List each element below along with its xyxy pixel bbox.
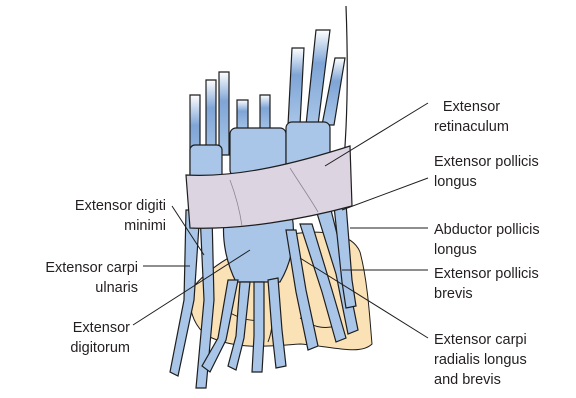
label-line: Extensor digiti	[75, 196, 166, 216]
label-line: Extensor	[434, 97, 509, 117]
label-line: Abductor pollicis	[434, 220, 540, 240]
label-extensor-retinaculum: Extensor retinaculum	[434, 97, 509, 137]
label-line: Extensor carpi	[45, 258, 138, 278]
label-extensor-pollicis-brevis: Extensor pollicis brevis	[434, 264, 539, 304]
label-line: Extensor	[70, 318, 130, 338]
label-line: retinaculum	[434, 117, 509, 137]
label-extensor-carpi-radialis: Extensor carpi radialis longus and brevi…	[434, 330, 527, 390]
label-line: longus	[434, 172, 539, 192]
label-extensor-digiti-minimi: Extensor digiti minimi	[75, 196, 166, 236]
label-line: longus	[434, 240, 540, 260]
label-abductor-pollicis-longus: Abductor pollicis longus	[434, 220, 540, 260]
label-line: digitorum	[70, 338, 130, 358]
label-line: and brevis	[434, 370, 527, 390]
label-extensor-digitorum: Extensor digitorum	[70, 318, 130, 358]
label-line: radialis longus	[434, 350, 527, 370]
label-line: brevis	[434, 284, 539, 304]
label-extensor-pollicis-longus: Extensor pollicis longus	[434, 152, 539, 192]
label-line: minimi	[75, 216, 166, 236]
label-line: ulnaris	[45, 278, 138, 298]
label-extensor-carpi-ulnaris: Extensor carpi ulnaris	[45, 258, 138, 298]
label-line: Extensor pollicis	[434, 264, 539, 284]
label-line: Extensor carpi	[434, 330, 527, 350]
label-line: Extensor pollicis	[434, 152, 539, 172]
